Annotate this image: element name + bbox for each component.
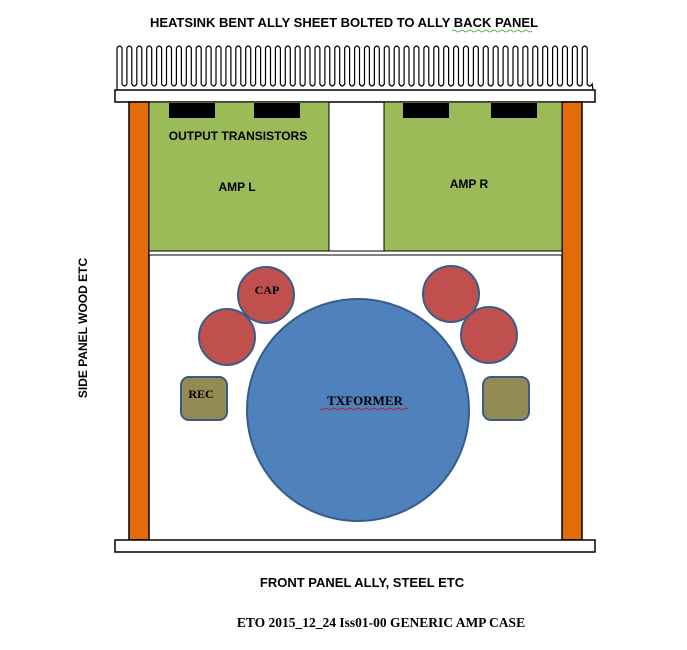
amp-right-label: AMP R xyxy=(450,177,489,191)
transformer xyxy=(246,298,470,522)
output-transistors-label: OUTPUT TRANSISTORS xyxy=(169,129,307,143)
capacitor-1 xyxy=(237,266,295,324)
spellcheck-underline xyxy=(451,29,533,33)
capacitor-4 xyxy=(460,306,518,364)
side-panel-label: SIDE PANEL WOOD ETC xyxy=(76,258,90,399)
amp-divider xyxy=(148,250,563,256)
heatsink-label: HEATSINK BENT ALLY SHEET BOLTED TO ALLY … xyxy=(150,15,538,30)
heatsink-fins xyxy=(116,45,594,91)
side-panel-left xyxy=(128,101,150,541)
transistor-l2 xyxy=(254,103,300,118)
rectifier-right xyxy=(482,376,530,421)
rectifier-left xyxy=(180,376,228,421)
front-panel-label: FRONT PANEL ALLY, STEEL ETC xyxy=(260,575,465,590)
front-panel xyxy=(114,539,596,553)
rec-label: REC xyxy=(188,387,213,401)
transistor-r2 xyxy=(491,103,537,118)
footer-label: ETO 2015_12_24 Iss01-00 GENERIC AMP CASE xyxy=(237,615,525,630)
transistor-r1 xyxy=(403,103,449,118)
cap-label: CAP xyxy=(255,283,280,297)
amp-right-board xyxy=(383,101,563,252)
capacitor-3 xyxy=(422,265,480,323)
transformer-underline xyxy=(319,407,409,411)
amp-left-label: AMP L xyxy=(218,180,255,194)
capacitor-2 xyxy=(198,308,256,366)
back-panel xyxy=(114,89,596,103)
side-panel-right xyxy=(561,101,583,541)
transformer-label: TXFORMER xyxy=(327,393,403,408)
transistor-l1 xyxy=(169,103,215,118)
amp-left-board xyxy=(148,101,330,252)
